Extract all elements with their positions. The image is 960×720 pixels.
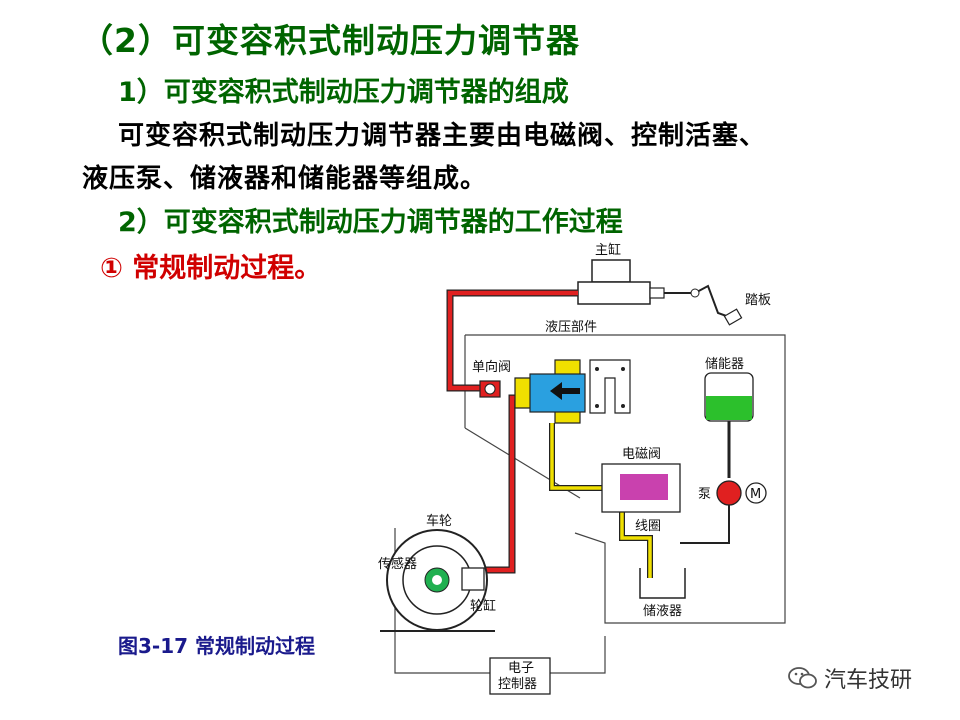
pedal: 踏板	[690, 284, 771, 326]
wheel-label: 车轮	[426, 513, 452, 529]
accumulator-label: 储能器	[705, 357, 744, 372]
wechat-icon	[788, 667, 817, 689]
master-cylinder: 主缸	[577, 242, 695, 305]
pump-motor: M 泵	[698, 480, 767, 506]
control-piston-assembly	[514, 359, 631, 424]
ecu-label-line-1: 电子	[508, 661, 534, 676]
electronic-control-unit: 电子 控制器	[489, 657, 551, 695]
reservoir: 储液器	[639, 568, 686, 619]
motor-label: M	[750, 487, 761, 502]
section-heading-process: 2）可变容积式制动压力调节器的工作过程	[118, 207, 623, 238]
coil-label: 线圈	[635, 519, 661, 534]
solenoid-valve-label: 电磁阀	[622, 447, 661, 462]
watermark: 汽车技研	[788, 662, 912, 694]
section-heading-composition: 1）可变容积式制动压力调节器的组成	[118, 77, 569, 108]
ecu-label-line-2: 控制器	[498, 677, 537, 692]
hydraulic-unit-outline	[465, 334, 786, 624]
step-heading-normal-braking: ① 常规制动过程。	[100, 253, 322, 284]
return-line	[549, 423, 602, 491]
reservoir-label: 储液器	[643, 604, 682, 619]
check-valve-label: 单向阀	[472, 359, 511, 375]
figure-caption: 图3-17 常规制动过程	[118, 634, 316, 658]
accumulator: 储能器	[704, 357, 754, 422]
wheel-cylinder-label: 轮缸	[470, 598, 496, 614]
master-cylinder-label: 主缸	[595, 242, 621, 258]
solenoid-valve: 电磁阀 线圈	[601, 447, 681, 534]
pump-label: 泵	[698, 487, 711, 502]
check-valve	[479, 380, 501, 398]
sensor-label: 传感器	[378, 556, 417, 572]
watermark-text: 汽车技研	[824, 668, 913, 693]
page-title: （2）可变容积式制动压力调节器	[80, 21, 580, 60]
brake-system-diagram: 主缸 踏板 液压部件 单向阀 储能器 电磁阀	[378, 242, 786, 695]
pedal-label: 踏板	[745, 293, 771, 308]
wheel: 车轮 传感器 轮缸	[378, 513, 496, 632]
body-text-line-2: 液压泵、储液器和储能器等组成。	[82, 164, 488, 194]
body-text-line-1: 可变容积式制动压力调节器主要由电磁阀、控制活塞、	[118, 121, 767, 151]
hydraulic-unit-label: 液压部件	[545, 320, 597, 335]
